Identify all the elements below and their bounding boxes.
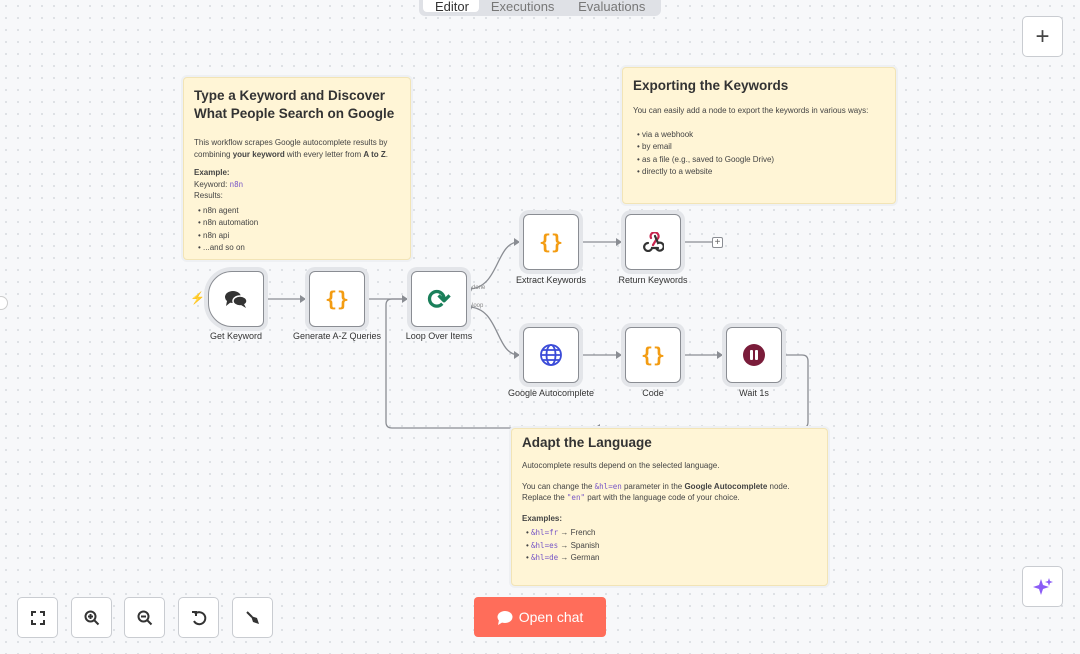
globe-icon [540, 344, 562, 366]
examples-label: Examples: [522, 513, 563, 523]
trigger-bolt-icon: ⚡ [190, 291, 205, 305]
note-text: You can change the &hl=en parameter in t… [522, 481, 790, 503]
add-next-node-button[interactable]: + [712, 237, 723, 248]
list-item: by email [637, 141, 885, 153]
node-label: Loop Over Items [405, 331, 473, 341]
chat-bubbles-icon [225, 291, 248, 308]
connection [467, 306, 520, 356]
note-text: Autocomplete results depend on the selec… [522, 461, 720, 470]
zoom-to-fit-button[interactable] [17, 597, 58, 638]
zoom-in-button[interactable] [71, 597, 112, 638]
broom-icon [245, 610, 259, 624]
note-title: Adapt the Language [522, 435, 652, 450]
pause-icon [743, 344, 765, 366]
node-wait[interactable] [726, 327, 782, 383]
tab-editor[interactable]: Editor [423, 0, 479, 12]
node-label: Get Keyword [209, 331, 263, 341]
add-node-button[interactable]: + [1022, 16, 1063, 57]
loop-arrows-icon: ⟳ [427, 283, 451, 315]
node-google-autocomplete[interactable] [523, 327, 579, 383]
list-item: as a file (e.g., saved to Google Drive) [637, 154, 885, 166]
view-tabs: Editor Executions Evaluations [419, 0, 661, 16]
example-label: Example: [194, 168, 230, 177]
output-loop-label: loop [472, 303, 484, 309]
tidy-up-button[interactable] [232, 597, 273, 638]
note-title: Type a Keyword and Discover What People … [194, 88, 395, 121]
sticky-note-intro[interactable]: Type a Keyword and Discover What People … [183, 77, 411, 260]
node-loop-over-items[interactable]: ⟳ [411, 271, 467, 327]
list-item: &hl=fr → French [526, 527, 817, 539]
list-item: n8n agent [198, 205, 400, 217]
sticky-note-language[interactable]: Adapt the Language Autocomplete results … [511, 428, 828, 586]
zoom-out-button[interactable] [124, 597, 165, 638]
code-braces-icon: {} [538, 230, 564, 254]
sticky-note-export[interactable]: Exporting the Keywords You can easily ad… [622, 67, 896, 204]
list-item: via a webhook [637, 129, 885, 141]
reset-zoom-button[interactable] [178, 597, 219, 638]
node-label: Google Autocomplete [507, 388, 595, 398]
output-done-label: done [472, 285, 486, 291]
list-item: ...and so on [198, 242, 400, 254]
list-item: &hl=de → German [526, 552, 817, 564]
chat-bubble-icon [497, 610, 513, 625]
open-chat-label: Open chat [518, 609, 584, 625]
node-return-keywords[interactable] [625, 214, 681, 270]
node-label: Return Keywords [618, 275, 688, 285]
node-label: Generate A-Z Queries [292, 331, 382, 341]
open-chat-button[interactable]: Open chat [474, 597, 606, 637]
list-item: n8n api [198, 230, 400, 242]
tab-evaluations[interactable]: Evaluations [578, 0, 646, 12]
zoom-in-icon [84, 610, 99, 625]
webhook-icon [643, 232, 664, 252]
zoom-out-icon [137, 610, 152, 625]
note-title: Exporting the Keywords [633, 78, 789, 93]
node-label: Code [642, 388, 664, 398]
node-label: Wait 1s [739, 388, 769, 398]
results-label: Results: [194, 191, 223, 200]
connection [467, 241, 520, 290]
node-generate-az-queries[interactable]: {} [309, 271, 365, 327]
node-label: Extract Keywords [515, 275, 587, 285]
ai-assistant-button[interactable] [1022, 566, 1063, 607]
note-text: This workflow scrapes Google autocomplet… [194, 138, 388, 159]
undo-icon [191, 610, 206, 625]
keyword-line: Keyword: n8n [194, 179, 244, 189]
note-text: You can easily add a node to export the … [633, 106, 869, 115]
code-braces-icon: {} [640, 343, 666, 367]
node-get-keyword[interactable] [208, 271, 264, 327]
node-code[interactable]: {} [625, 327, 681, 383]
list-item: &hl=es → Spanish [526, 540, 817, 552]
sparkle-icon [1032, 577, 1053, 595]
fullscreen-icon [30, 610, 45, 625]
code-braces-icon: {} [324, 287, 350, 311]
list-item: directly to a website [637, 166, 885, 178]
list-item: n8n automation [198, 217, 400, 229]
tab-executions[interactable]: Executions [490, 0, 555, 12]
node-extract-keywords[interactable]: {} [523, 214, 579, 270]
plus-icon: + [1035, 22, 1050, 50]
